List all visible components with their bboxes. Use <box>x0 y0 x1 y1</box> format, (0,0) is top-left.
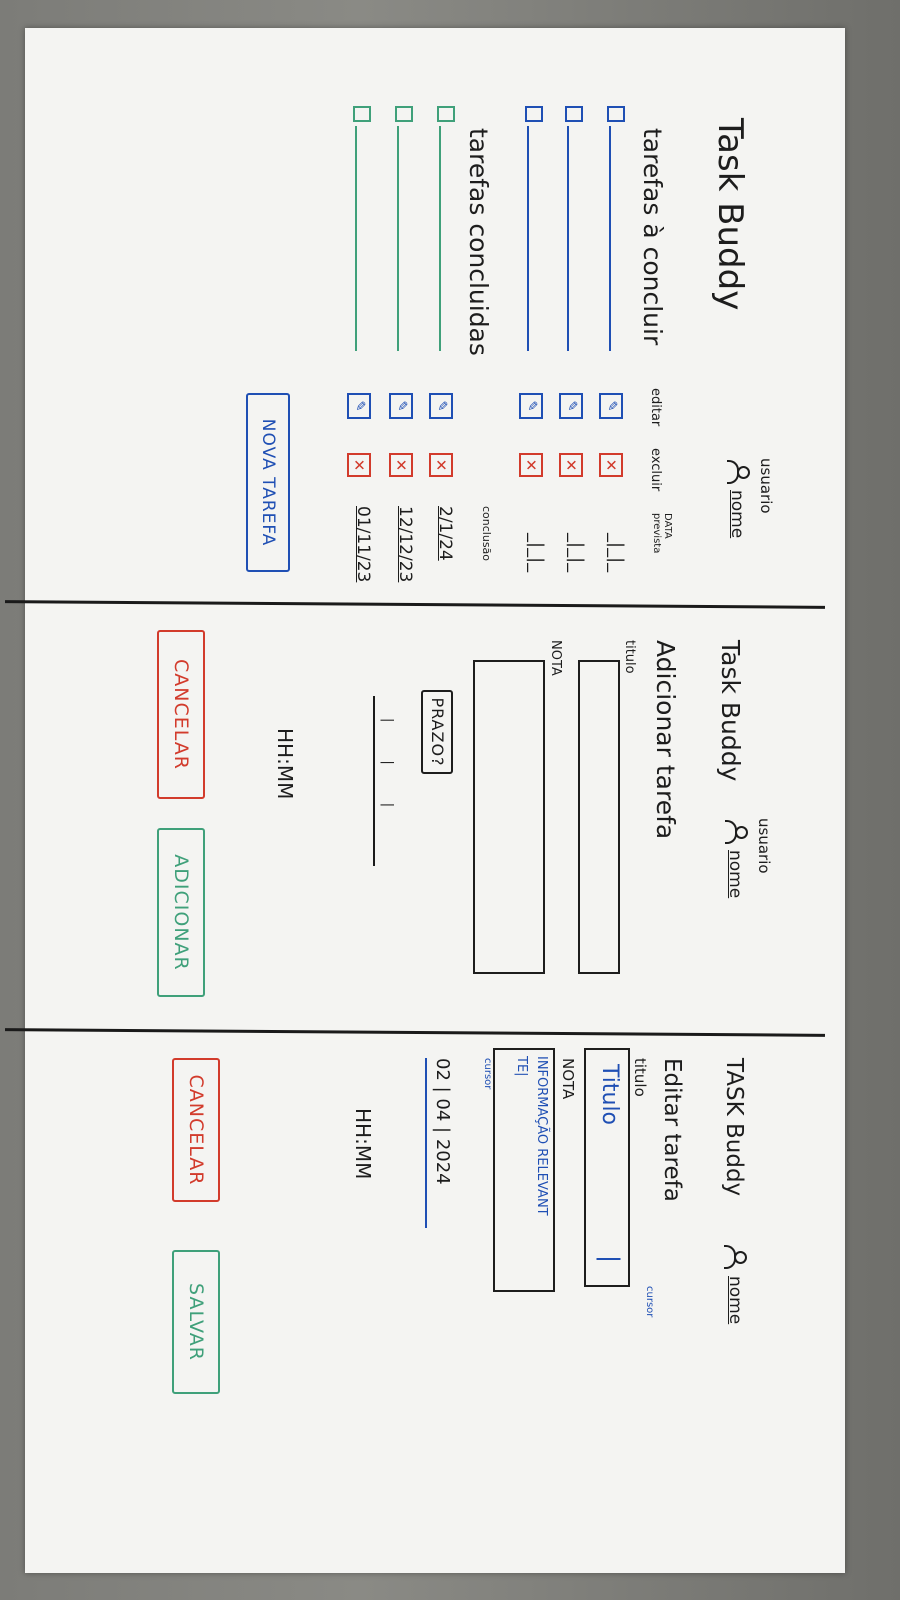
delete-icon[interactable]: ✕ <box>429 453 453 477</box>
note-input-value-2: TE| <box>514 1056 529 1077</box>
screen-heading: Adicionar tarefa <box>651 640 680 840</box>
app-title: Task Buddy <box>716 640 745 782</box>
column-edit: editar <box>648 388 663 427</box>
date-picker-ticks[interactable]: ||| <box>380 718 395 846</box>
edit-icon[interactable]: ✎ <box>599 393 623 419</box>
user-label: usuario <box>755 818 773 874</box>
done-heading: tarefas concluidas <box>464 128 493 356</box>
add-button[interactable]: ADICIONAR <box>157 828 205 997</box>
time-placeholder[interactable]: HH:MM <box>273 728 297 800</box>
note-label: NOTA <box>548 640 563 676</box>
edit-icon[interactable]: ✎ <box>389 393 413 419</box>
title-input-value: Titulo <box>597 1064 622 1126</box>
delete-icon[interactable]: ✕ <box>347 453 371 477</box>
task-title-line <box>397 126 399 351</box>
delete-icon[interactable]: ✕ <box>389 453 413 477</box>
note-input-value: INFORMAÇÃO RELEVANT <box>534 1056 549 1216</box>
date-field-underline <box>425 1058 427 1228</box>
task-checkbox[interactable] <box>525 106 543 122</box>
save-button[interactable]: SALVAR <box>172 1250 220 1394</box>
cursor-annotation: cursor <box>644 1286 655 1318</box>
task-checkbox[interactable] <box>565 106 583 122</box>
due-date-placeholder: _|_|_ <box>566 533 587 573</box>
due-date-placeholder: _|_|_ <box>606 533 627 573</box>
user-icon[interactable] <box>725 818 748 844</box>
title-input[interactable] <box>578 660 620 974</box>
date-picker-line <box>373 696 375 866</box>
done-checkbox[interactable] <box>353 106 371 122</box>
note-input[interactable]: INFORMAÇÃO RELEVANT TE| <box>493 1048 555 1292</box>
task-checkbox[interactable] <box>607 106 625 122</box>
note-input[interactable] <box>473 660 545 974</box>
user-name[interactable]: nome <box>725 1276 745 1325</box>
cancel-button[interactable]: CANCELAR <box>172 1058 220 1202</box>
user-icon[interactable] <box>724 1243 747 1269</box>
edit-icon[interactable]: ✎ <box>429 393 453 419</box>
edit-icon[interactable]: ✎ <box>347 393 371 419</box>
title-label: titulo <box>631 1058 649 1097</box>
pending-heading: tarefas à concluir <box>638 128 667 346</box>
completion-date: 2/1/24 <box>435 506 455 561</box>
edit-icon[interactable]: ✎ <box>519 393 543 419</box>
done-checkbox[interactable] <box>437 106 455 122</box>
user-icon[interactable] <box>727 458 750 484</box>
task-title-line <box>439 126 441 351</box>
task-title-line <box>355 126 357 351</box>
time-field[interactable]: HH:MM <box>351 1108 375 1180</box>
user-name[interactable]: nome <box>727 490 747 539</box>
column-completion: conclusão <box>480 506 493 562</box>
column-due-date: DATA prevista <box>651 513 673 554</box>
deadline-button[interactable]: PRAZO? <box>421 690 453 774</box>
delete-icon[interactable]: ✕ <box>519 453 543 477</box>
app-title: Task Buddy <box>710 118 750 311</box>
user-name[interactable]: nome <box>725 850 745 899</box>
delete-icon[interactable]: ✕ <box>559 453 583 477</box>
title-input[interactable]: Titulo | <box>584 1048 630 1287</box>
note-label: NOTA <box>559 1058 577 1100</box>
column-delete: excluir <box>648 448 663 492</box>
cancel-button[interactable]: CANCELAR <box>157 630 205 799</box>
wireframe-sheet: Task Buddy usuario nome tarefas à conclu… <box>4 28 845 1573</box>
edit-icon[interactable]: ✎ <box>559 393 583 419</box>
title-label: titulo <box>622 640 637 674</box>
task-title-line <box>609 126 611 351</box>
completion-date: 12/12/23 <box>395 506 415 583</box>
task-title-line <box>527 126 529 351</box>
new-task-button[interactable]: NOVA TAREFA <box>246 393 290 572</box>
due-date-placeholder: _|_|_ <box>526 533 547 573</box>
user-label: usuario <box>757 458 775 514</box>
app-title: TASK Buddy <box>721 1058 747 1197</box>
done-checkbox[interactable] <box>395 106 413 122</box>
text-cursor: | <box>596 1255 624 1264</box>
date-field[interactable]: 02 | 04 | 2024 <box>432 1058 453 1185</box>
panel-divider <box>4 1028 826 1037</box>
completion-date: 01/11/23 <box>353 506 373 583</box>
cursor-annotation: cursor <box>482 1058 493 1090</box>
delete-icon[interactable]: ✕ <box>599 453 623 477</box>
task-title-line <box>567 126 569 351</box>
screen-heading: Editar tarefa <box>659 1058 685 1202</box>
panel-divider <box>4 600 826 609</box>
